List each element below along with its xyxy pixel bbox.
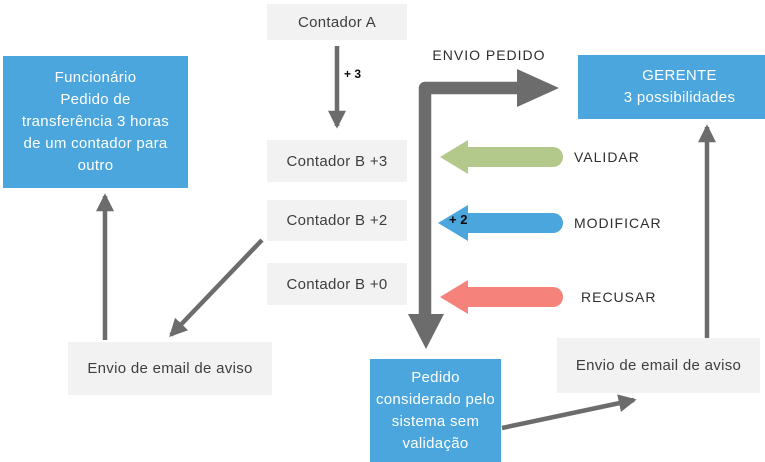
node-contador-b-plus3-label: Contador B +3 (286, 152, 388, 170)
node-contador-b-plus2: Contador B +2 (267, 200, 407, 241)
edge-label-plus3: + 3 (344, 67, 362, 81)
envio-pedido-elbow-line (418, 81, 517, 322)
node-contador-b-plus2-label: Contador B +2 (286, 212, 388, 229)
node-gerente: GERENTE 3 possibilidades (578, 55, 765, 119)
arrow-b2-to-email-left (169, 238, 264, 337)
node-contador-b-plus0-label: Contador B +0 (286, 275, 388, 293)
edge-label-validar: VALIDAR (574, 149, 640, 165)
validar-arrowhead-icon (440, 140, 468, 174)
node-email-aviso-left: Envio de email de aviso (68, 342, 272, 395)
node-email-aviso-right-label: Envio de email de aviso (575, 357, 742, 374)
edge-label-plus2: + 2 (449, 212, 468, 227)
node-contador-a: Contador A (267, 4, 407, 40)
edge-label-recusar: RECUSAR (581, 289, 657, 305)
edge-label-envio-pedido: ENVIO PEDIDO (432, 47, 546, 63)
node-email-aviso-left-label: Envio de email de aviso (87, 360, 253, 377)
node-gerente-label: GERENTE 3 possibilidades (623, 67, 736, 106)
recusar-arrowhead-icon (440, 280, 468, 314)
sem-validacao-arrowhead-down-icon (408, 314, 444, 349)
node-funcionario-pedido: Funcionário Pedido de transferência 3 ho… (3, 56, 188, 188)
envio-pedido-arrowhead-right-icon (517, 69, 559, 107)
node-contador-b-plus3: Contador B +3 (267, 140, 407, 182)
node-contador-a-label: Contador A (297, 13, 377, 31)
arrow-pedido-to-email-right (501, 394, 637, 431)
node-contador-b-plus0: Contador B +0 (267, 263, 407, 305)
node-email-aviso-right: Envio de email de aviso (557, 338, 760, 393)
node-pedido-sem-validacao: Pedido considerado pelo sistema sem vali… (370, 359, 501, 462)
node-pedido-sem-validacao-label: Pedido considerado pelo sistema sem vali… (375, 368, 496, 452)
edge-label-modificar: MODIFICAR (574, 215, 662, 231)
node-funcionario-label: Funcionário Pedido de transferência 3 ho… (21, 69, 170, 174)
